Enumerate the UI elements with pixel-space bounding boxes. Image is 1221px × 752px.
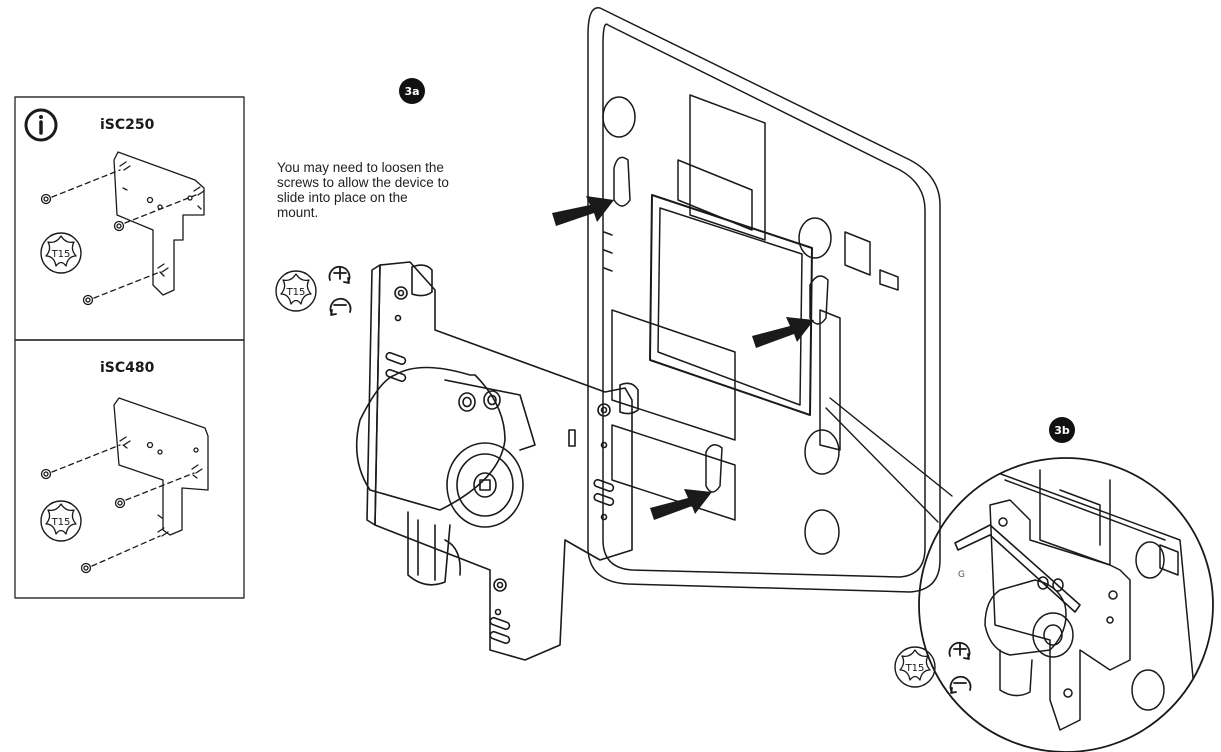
tool-label: T15 xyxy=(51,517,71,528)
plate-diagram-isc480 xyxy=(40,397,209,574)
step-badge-3b: 3b xyxy=(1049,417,1075,443)
screw xyxy=(458,392,476,412)
screw xyxy=(493,578,507,592)
tighten-clockwise-icon xyxy=(948,641,971,660)
keyhole-slot xyxy=(809,275,829,325)
screw xyxy=(80,562,92,574)
plate-diagram-isc250 xyxy=(40,151,205,306)
screw xyxy=(597,403,611,417)
tool-label: T15 xyxy=(286,287,306,298)
info-icon xyxy=(24,108,58,142)
screw xyxy=(40,468,52,480)
push-arrow xyxy=(552,196,614,226)
screw xyxy=(483,390,501,410)
model-label-isc480: iSC480 xyxy=(100,360,155,376)
hex-key xyxy=(954,524,1081,613)
keyhole-slot xyxy=(613,156,631,207)
screw xyxy=(394,286,408,300)
screw xyxy=(40,193,52,205)
torx-t15-icon: T15 xyxy=(894,646,936,688)
torx-t15-icon: T15 xyxy=(40,232,82,274)
keyhole-slot xyxy=(705,444,723,493)
model-label-isc250: iSC250 xyxy=(100,117,155,133)
tighten-clockwise-icon xyxy=(328,265,351,284)
step-badge-3a: 3a xyxy=(399,78,425,104)
torx-t15-icon: T15 xyxy=(40,500,82,542)
step-3a-note: You may need to loosen the screws to all… xyxy=(277,160,449,220)
push-arrow xyxy=(752,317,814,348)
mount-bracket xyxy=(355,261,639,661)
svg-text:3a: 3a xyxy=(404,85,419,98)
device-back xyxy=(587,7,941,593)
screw xyxy=(113,220,125,232)
loosen-counterclockwise-icon xyxy=(949,675,972,694)
loosen-counterclockwise-icon xyxy=(329,297,352,316)
detail-magnifier xyxy=(918,457,1214,752)
torx-t15-icon: T15 xyxy=(275,270,317,312)
screw xyxy=(82,294,94,306)
detail-small-label: G xyxy=(958,570,965,580)
svg-text:3b: 3b xyxy=(1054,424,1070,437)
tool-label: T15 xyxy=(51,249,71,260)
info-panel: T15 T15 xyxy=(14,96,245,599)
push-arrow xyxy=(650,489,712,520)
tool-label: T15 xyxy=(905,663,925,674)
screw xyxy=(114,497,126,509)
